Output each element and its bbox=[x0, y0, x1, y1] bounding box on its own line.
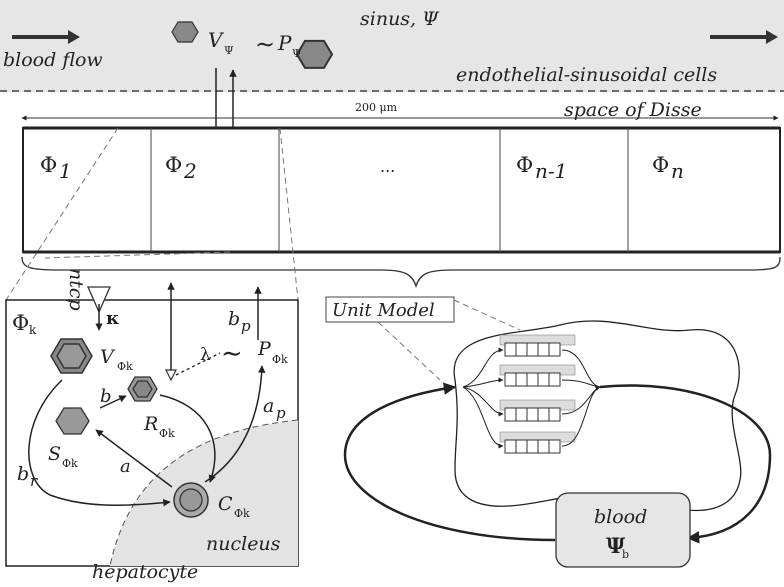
blood-box-psi-sub: b bbox=[622, 548, 629, 561]
compartment-strip bbox=[22, 127, 781, 253]
v-cell-label: V bbox=[100, 346, 116, 368]
s-icon bbox=[55, 407, 90, 435]
compartment-2-sym: Φ bbox=[165, 153, 182, 177]
strip-brace bbox=[21, 256, 781, 289]
virus-sinus-v-sub: Ψ bbox=[224, 44, 234, 57]
r-to-c-arrow bbox=[159, 394, 216, 483]
unit-model-label: Unit Model bbox=[332, 300, 435, 321]
p-cell-label: P bbox=[257, 338, 272, 360]
unit-model-pointer bbox=[453, 299, 521, 331]
r-label: R bbox=[143, 413, 158, 435]
hepatocyte-label: hepatocyte bbox=[92, 561, 198, 583]
length-label: 200 μm bbox=[355, 101, 398, 114]
compartment-n-1-sym: Φ bbox=[516, 153, 533, 177]
b-arrow bbox=[99, 395, 127, 409]
blood-box-label: blood bbox=[594, 506, 647, 528]
virus-sinus-icon bbox=[171, 21, 334, 69]
ntcp-receptor-icon bbox=[87, 286, 111, 314]
nucleus-border bbox=[109, 419, 299, 567]
unit-model-pointer-2 bbox=[377, 321, 441, 381]
a-label: a bbox=[120, 456, 131, 477]
zoom-line-right bbox=[279, 127, 299, 301]
r-sub: Φk bbox=[159, 427, 175, 440]
ap-sub: p bbox=[276, 404, 286, 422]
compartment-n-sym: Φ bbox=[652, 153, 669, 177]
circulation-out-arrow bbox=[599, 384, 772, 544]
s-label: S bbox=[48, 443, 61, 465]
compartment-n-sub: n bbox=[671, 159, 684, 183]
c-sub: Φk bbox=[234, 507, 250, 520]
circulation-in-arrow bbox=[343, 382, 556, 542]
bp-sub: p bbox=[241, 317, 251, 335]
flow-arrowhead-left bbox=[68, 30, 80, 44]
zoom-line-inner bbox=[44, 251, 231, 259]
virus-sinus-tilde: ∼ bbox=[255, 30, 275, 58]
hepatocyte-phi-sub: k bbox=[29, 323, 37, 337]
lambda-label: λ bbox=[200, 345, 211, 365]
compartment-1-sub: 1 bbox=[59, 159, 72, 183]
disse-label: space of Disse bbox=[564, 99, 702, 121]
unit-model-branches bbox=[462, 347, 601, 449]
br-label: b bbox=[17, 463, 29, 485]
rcDNA-icon bbox=[127, 376, 158, 402]
p-cell-tilde: ∼ bbox=[221, 339, 243, 369]
endothelial-label: endothelial-sinusoidal cells bbox=[456, 64, 717, 86]
compartment-n-1-sub: n-1 bbox=[535, 159, 567, 183]
a-arrow bbox=[95, 429, 173, 488]
compartment-1-sym: Φ bbox=[40, 153, 57, 177]
ap-label: a bbox=[263, 395, 274, 417]
blood-box bbox=[555, 492, 691, 568]
ap-arrow bbox=[204, 365, 266, 483]
br-sub: r bbox=[30, 472, 38, 490]
virus-cell-icon bbox=[50, 338, 93, 374]
virus-sinus-p-sub: Ψ bbox=[292, 47, 302, 60]
unit-model-box bbox=[325, 296, 455, 323]
ntcp-label: ntcp bbox=[65, 268, 87, 311]
compartment-2-sub: 2 bbox=[183, 159, 197, 183]
bp-label: b bbox=[228, 308, 240, 330]
lambda-dashed-link bbox=[175, 352, 221, 376]
sinus-label: sinus, Ψ bbox=[360, 8, 440, 30]
flow-arrowhead-right bbox=[766, 30, 778, 44]
blood-flow-label: blood flow bbox=[3, 49, 103, 71]
c-label: C bbox=[218, 493, 233, 515]
unit-model-strips bbox=[499, 334, 576, 454]
zoom-line-left bbox=[5, 127, 119, 301]
b-label: b bbox=[100, 386, 112, 407]
blood-box-psi: Ψ bbox=[606, 533, 626, 558]
br-arrow bbox=[28, 379, 171, 507]
compartment-ellipsis: ... bbox=[380, 157, 395, 176]
sinus-band bbox=[0, 0, 784, 92]
cccDNA-icon bbox=[173, 482, 209, 518]
kappa-label: κ bbox=[106, 308, 120, 329]
v-cell-sub: Φk bbox=[117, 360, 133, 373]
liver-lobule-outline bbox=[453, 320, 742, 512]
virus-sinus-p: P bbox=[277, 31, 292, 55]
s-sub: Φk bbox=[62, 457, 78, 470]
p-cell-sub: Φk bbox=[272, 353, 288, 366]
nucleus-label: nucleus bbox=[206, 533, 281, 555]
virus-sinus-v: V bbox=[208, 28, 225, 52]
hepatocyte-phi: Φ bbox=[12, 311, 29, 335]
